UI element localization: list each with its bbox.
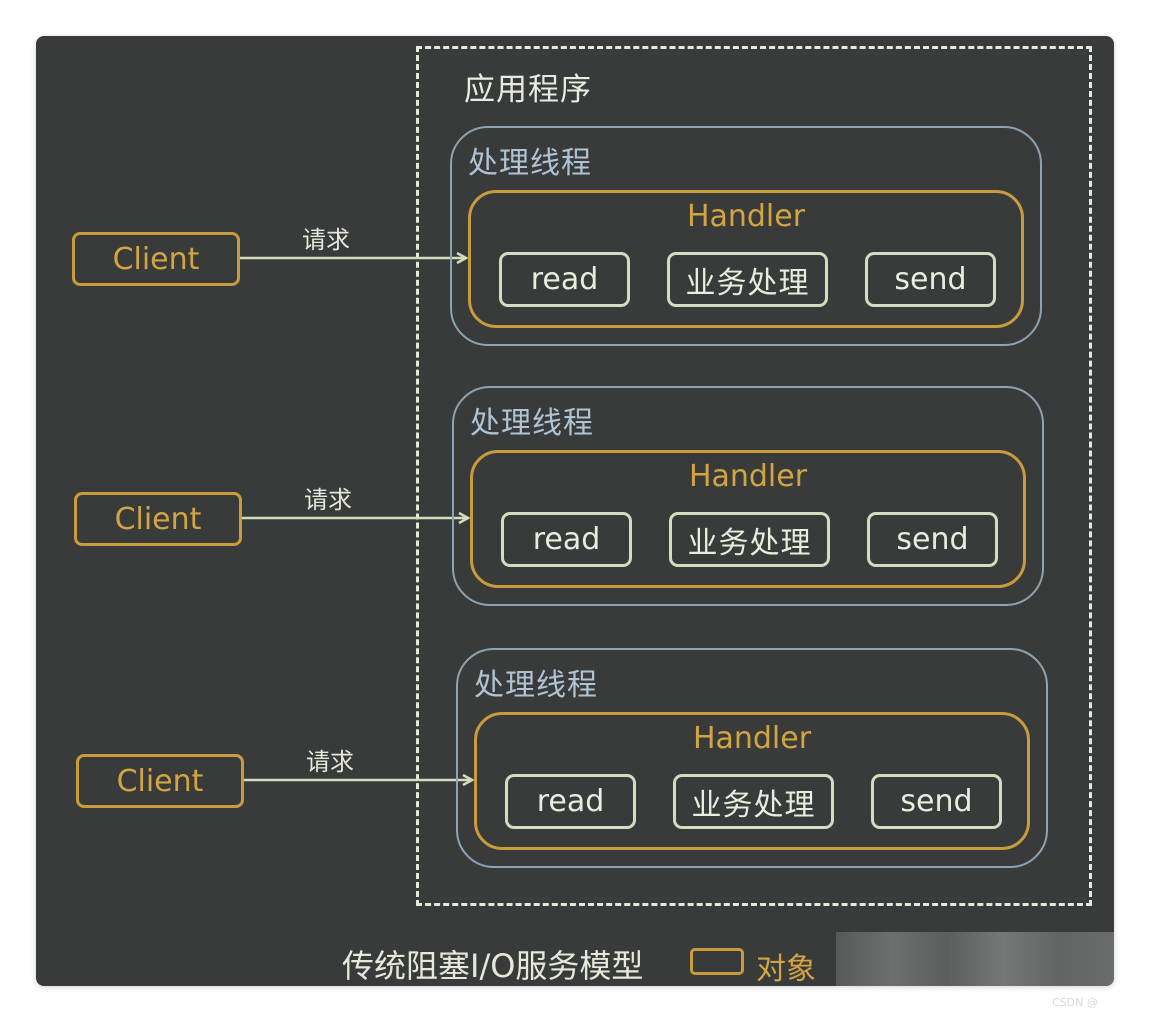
processing-thread-2: 处理线程 Handler read 业务处理 send — [452, 386, 1044, 606]
request-label-2: 请求 — [304, 486, 352, 514]
handler-box-3: Handler read 业务处理 send — [474, 712, 1030, 850]
legend-object-label: 对象 — [756, 952, 816, 986]
processing-thread-1: 处理线程 Handler read 业务处理 send — [450, 126, 1042, 346]
thread-label-1: 处理线程 — [468, 146, 592, 181]
legend-object-swatch — [690, 948, 744, 975]
handler-label-3: Handler — [692, 721, 812, 756]
handler-label-2: Handler — [688, 459, 808, 494]
watermark-text: CSDN @ — [1052, 996, 1098, 1009]
request-label-1: 请求 — [302, 226, 350, 254]
diagram-canvas: 应用程序 Client 请求 处理线程 Handler read 业务处理 se… — [36, 36, 1114, 986]
read-op-2: read — [501, 512, 632, 567]
send-op-2: send — [867, 512, 998, 567]
client-box-2: Client — [74, 492, 242, 546]
thread-label-2: 处理线程 — [470, 406, 594, 441]
client-box-1: Client — [72, 232, 240, 286]
read-op-3: read — [505, 774, 636, 829]
business-op-2: 业务处理 — [669, 512, 830, 567]
send-op-3: send — [871, 774, 1002, 829]
handler-box-1: Handler read 业务处理 send — [468, 190, 1024, 328]
diagram-caption: 传统阻塞I/O服务模型 — [342, 947, 644, 985]
client-box-3: Client — [76, 754, 244, 808]
business-op-1: 业务处理 — [667, 252, 828, 307]
read-op-1: read — [499, 252, 630, 307]
business-op-3: 业务处理 — [673, 774, 834, 829]
handler-label-1: Handler — [686, 199, 806, 234]
handler-box-2: Handler read 业务处理 send — [470, 450, 1026, 588]
send-op-1: send — [865, 252, 996, 307]
thread-label-3: 处理线程 — [474, 668, 598, 703]
application-boundary — [416, 46, 1092, 906]
request-label-3: 请求 — [306, 748, 354, 776]
blurred-watermark-area — [836, 932, 1114, 986]
application-title: 应用程序 — [464, 72, 592, 108]
processing-thread-3: 处理线程 Handler read 业务处理 send — [456, 648, 1048, 868]
